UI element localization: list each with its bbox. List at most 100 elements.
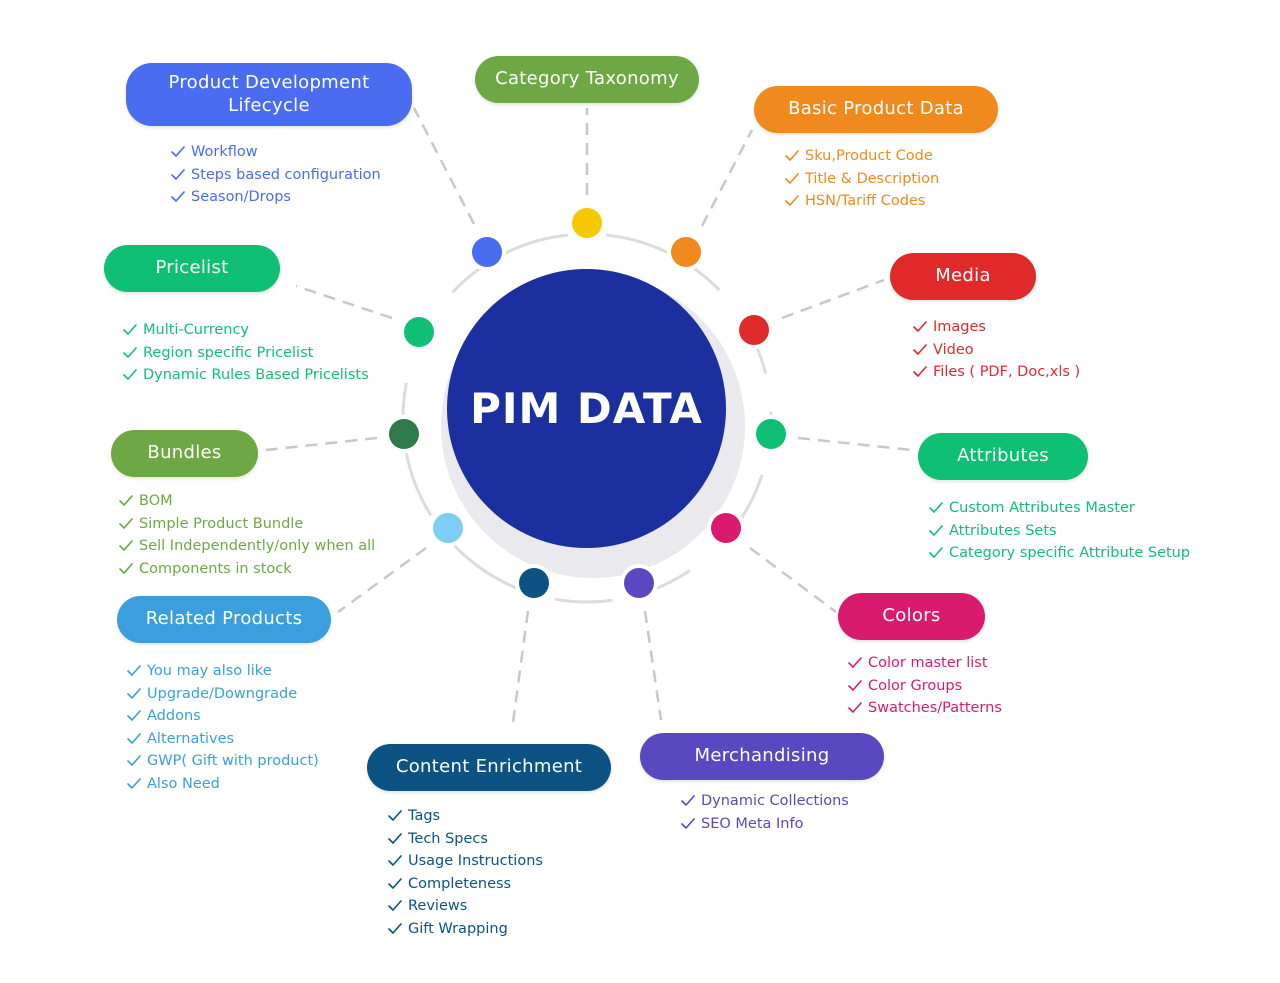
bund-connector xyxy=(265,436,378,452)
checklist-item: Files ( PDF, Doc,xls ) xyxy=(913,361,1080,384)
checklist-item: Addons xyxy=(127,705,319,728)
attr-node: Attributes xyxy=(918,433,1088,480)
check-icon xyxy=(848,679,862,692)
checklist-item-label: Tags xyxy=(408,808,441,824)
attr-connector xyxy=(797,436,913,452)
checklist-item: Video xyxy=(913,339,1080,362)
checklist-item: You may also like xyxy=(127,660,319,683)
checklist-item-label: Multi-Currency xyxy=(143,322,250,338)
checklist-item: Tech Specs xyxy=(388,828,543,851)
check-icon xyxy=(681,795,695,807)
media-connector xyxy=(781,278,885,320)
check-icon xyxy=(388,877,402,890)
checklist-item-label: Dynamic Collections xyxy=(701,793,849,809)
cat-dot xyxy=(572,208,602,238)
basic-node: Basic Product Data xyxy=(754,86,998,133)
checklist-item-label: Addons xyxy=(147,708,201,724)
checklist-item: BOM xyxy=(119,490,375,513)
pim-hub: PIM DATA xyxy=(447,269,726,548)
checklist-item-label: Color master list xyxy=(868,655,988,671)
check-icon xyxy=(929,524,943,537)
checklist-item: Gift Wrapping xyxy=(388,918,543,941)
check-icon xyxy=(785,150,799,162)
checklist-item: Steps based configuration xyxy=(171,164,381,187)
checklist-item: Color Groups xyxy=(848,675,1002,698)
checklist-item-label: Files ( PDF, Doc,xls ) xyxy=(933,364,1081,380)
check-icon xyxy=(123,346,137,359)
checklist-item: HSN/Tariff Codes xyxy=(785,190,939,213)
bund-node: Bundles xyxy=(111,430,258,477)
checklist-item-label: Tech Specs xyxy=(408,830,488,847)
checklist-item: Dynamic Rules Based Pricelists xyxy=(123,364,369,387)
col-dot xyxy=(711,513,741,543)
ring-arc xyxy=(404,452,433,517)
checklist-item-label: Custom Attributes Master xyxy=(949,500,1135,516)
check-icon xyxy=(848,702,862,714)
checklist-item: Simple Product Bundle xyxy=(119,513,375,536)
checklist-item-label: Workflow xyxy=(191,144,258,160)
checklist-item-label: Reviews xyxy=(408,898,468,914)
checklist-item: Upgrade/Downgrade xyxy=(127,683,319,706)
checklist-item-label: Components in stock xyxy=(139,560,292,577)
pdl-node: Product Development Lifecycle xyxy=(126,63,412,126)
checklist-item: Dynamic Collections xyxy=(681,790,849,813)
checklist-item-label: Color Groups xyxy=(868,677,963,694)
check-icon xyxy=(119,495,133,507)
rel-node-title: Related Products xyxy=(145,608,303,630)
merch-node-title: Merchandising xyxy=(694,745,830,767)
basic-connector xyxy=(700,129,754,227)
check-icon xyxy=(913,343,927,356)
ring-arc xyxy=(453,544,519,590)
attr-node-title: Attributes xyxy=(957,445,1049,467)
checklist-item: Alternatives xyxy=(127,728,319,751)
checklist-item-label: HSN/Tariff Codes xyxy=(805,193,926,209)
ring-arc xyxy=(401,382,408,415)
rel-connector xyxy=(337,546,427,614)
checklist-item: Usage Instructions xyxy=(388,850,543,873)
pdl-connector xyxy=(412,107,476,225)
check-icon xyxy=(388,855,402,867)
checklist-item-label: Category specific Attribute Setup xyxy=(949,545,1191,561)
checklist-item: Also Need xyxy=(127,773,319,796)
cat-node-title: Category Taxonomy xyxy=(495,68,679,90)
col-connector xyxy=(749,546,837,614)
checklist-item: SEO Meta Info xyxy=(681,813,849,836)
checklist-item-label: SEO Meta Info xyxy=(701,815,804,832)
check-icon xyxy=(785,172,799,185)
check-icon xyxy=(127,755,141,767)
cont-node-title: Content Enrichment xyxy=(395,756,583,778)
check-icon xyxy=(127,665,141,677)
price-dot xyxy=(404,317,434,347)
col-node: Colors xyxy=(838,593,985,640)
checklist-item: Images xyxy=(913,316,1080,339)
checklist-item: Category specific Attribute Setup xyxy=(929,542,1190,565)
check-icon xyxy=(388,900,402,912)
check-icon xyxy=(681,817,695,830)
check-icon xyxy=(127,732,141,745)
checklist-item-label: Gift Wrapping xyxy=(408,920,508,937)
checklist-item: Swatches/Patterns xyxy=(848,697,1002,720)
check-icon xyxy=(388,832,402,845)
check-icon xyxy=(119,540,133,552)
checklist-item-label: Simple Product Bundle xyxy=(139,515,304,532)
cont-dot xyxy=(519,568,549,598)
checklist-item-label: Images xyxy=(933,319,986,335)
checklist-item-label: Also Need xyxy=(147,775,220,792)
cont-node: Content Enrichment xyxy=(367,744,611,791)
checklist-item: Region specific Pricelist xyxy=(123,342,369,365)
hub-title: PIM DATA xyxy=(470,384,703,433)
check-icon xyxy=(123,369,137,381)
checklist-item: Tags xyxy=(388,805,543,828)
check-icon xyxy=(127,687,141,700)
checklist-item: Completeness xyxy=(388,873,543,896)
checklist-item: Attributes Sets xyxy=(929,520,1190,543)
checklist-item-label: Usage Instructions xyxy=(408,853,543,869)
